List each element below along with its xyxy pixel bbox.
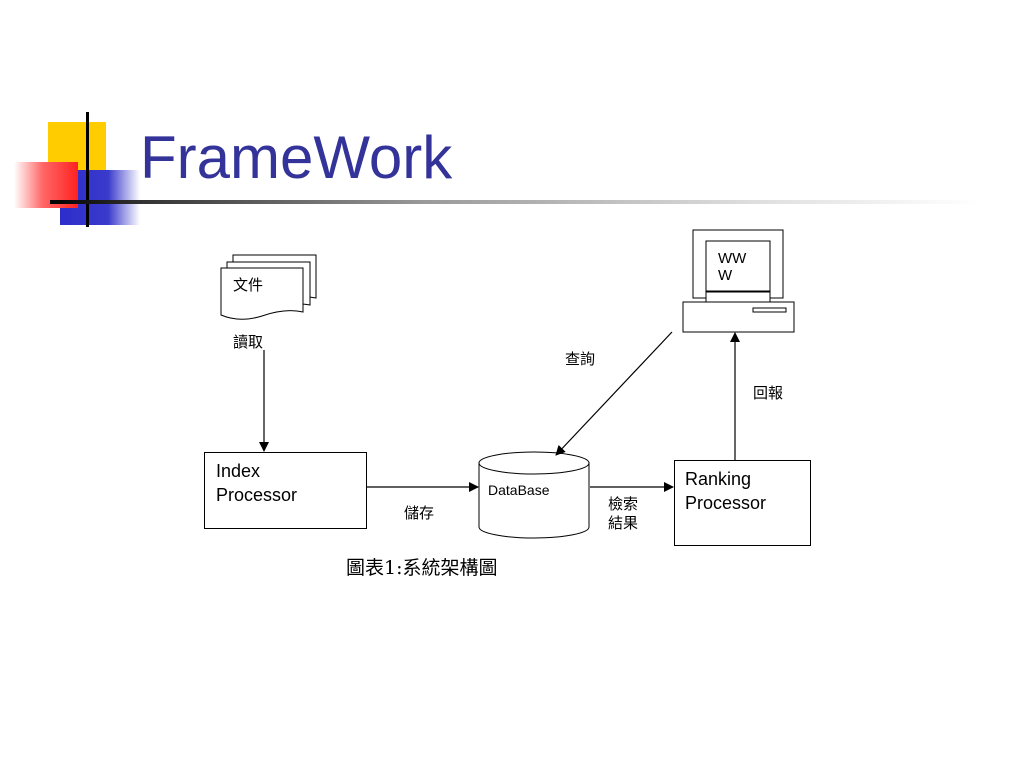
horizontal-rule-decoration — [50, 200, 980, 204]
index-processor-label: Index Processor — [216, 461, 298, 505]
query-label: 查詢 — [565, 350, 596, 368]
read-label: 讀取 — [233, 333, 264, 351]
document-stack-icon — [220, 254, 317, 320]
ranking-processor-label: Ranking Processor — [685, 469, 767, 513]
ranking-processor-box: Ranking Processor — [674, 460, 811, 546]
computer-icon — [682, 229, 795, 333]
vertical-line-decoration — [86, 112, 89, 227]
document-label: 文件 — [233, 276, 264, 294]
slide-title: FrameWork — [140, 124, 453, 191]
www-label: WWW — [718, 250, 747, 284]
database-label: DataBase — [488, 482, 550, 498]
report-label: 回報 — [753, 384, 784, 402]
search-result-label: 檢索結果 — [608, 495, 639, 532]
store-label: 儲存 — [404, 504, 435, 522]
index-processor-box: Index Processor — [204, 452, 367, 529]
database-cylinder-icon — [478, 451, 590, 539]
query-arrow — [555, 331, 673, 456]
diagram-caption: 圖表1:系統架構圖 — [346, 557, 498, 579]
